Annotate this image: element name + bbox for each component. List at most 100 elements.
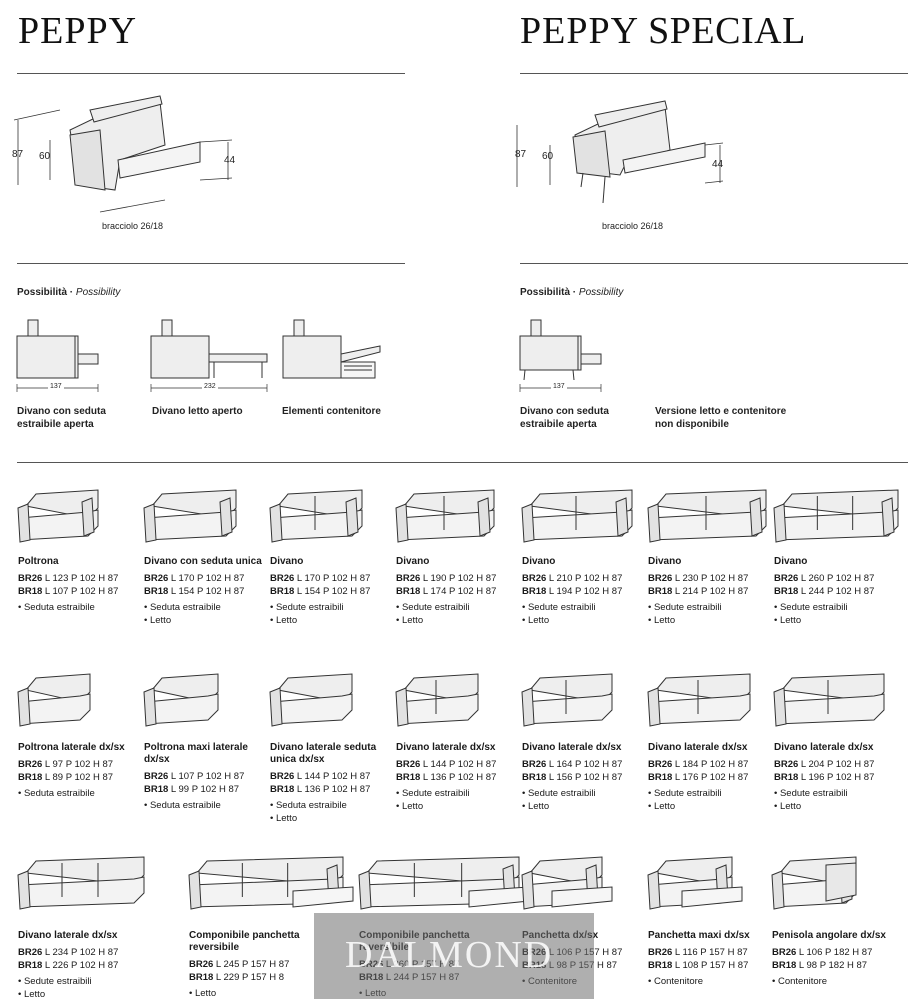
sofa-drawing — [395, 673, 479, 727]
item-note: Sedute estraibili — [648, 787, 768, 800]
sofa-side-bed — [150, 319, 268, 392]
item-notes: Sedute estraibiliLetto — [774, 787, 894, 813]
item-note: Letto — [522, 614, 642, 627]
item-name: Divano laterale dx/sx — [648, 742, 748, 753]
item-note: Contenitore — [772, 975, 892, 988]
sofa-drawing — [143, 673, 219, 727]
item-notes: Sedute estraibiliLetto — [270, 601, 390, 627]
item-name: Divano con seduta unica — [144, 556, 262, 567]
divider — [17, 462, 908, 463]
dim-height-back: 60 — [542, 151, 554, 162]
sofa-side-pullout — [519, 319, 602, 392]
item-note: Letto — [648, 800, 768, 813]
item-name: Divano laterale dx/sx — [396, 742, 496, 753]
sofa-drawing — [773, 673, 885, 727]
item-name: Divano laterale dx/sx — [522, 742, 622, 753]
sofa-drawing — [269, 673, 353, 727]
sofa-side-pullout — [16, 319, 99, 392]
sofa-drawing — [521, 489, 633, 543]
sofa-drawing — [269, 489, 363, 543]
item-name: Divano — [270, 556, 304, 567]
watermark-text: DALMOND — [345, 934, 554, 976]
item-note: Sedute estraibili — [522, 787, 642, 800]
possibility-label: Possibilità · Possibility — [17, 287, 121, 298]
item-note: Contenitore — [648, 975, 768, 988]
item-note: Letto — [774, 800, 894, 813]
measure: 232 — [202, 383, 218, 390]
item-notes: Seduta estraibile — [144, 799, 264, 812]
item-note: Letto — [774, 614, 894, 627]
dim-height-total: 87 — [12, 149, 24, 160]
item-note: Sedute estraibili — [270, 601, 390, 614]
sofa-drawing — [773, 489, 899, 543]
item-note: Seduta estraibile — [144, 799, 264, 812]
armrest-label: bracciolo 26/18 — [602, 221, 664, 231]
right-title: PEPPY SPECIAL — [520, 10, 806, 52]
item-note: Sedute estraibili — [18, 975, 138, 988]
item-name: Componibile panchetta reversibile — [189, 930, 300, 953]
sofa-drawing — [358, 856, 530, 910]
possibility-label: Possibilità · Possibility — [520, 287, 624, 298]
peppy-dimension-drawing — [13, 95, 233, 213]
sofa-drawing — [521, 673, 613, 727]
item-note: Sedute estraibili — [396, 601, 516, 614]
sofa-drawing — [521, 856, 613, 910]
item-notes: Sedute estraibiliLetto — [522, 787, 642, 813]
divider — [520, 73, 908, 74]
item-notes: Seduta estraibileLetto — [270, 799, 390, 825]
item-name: Divano — [396, 556, 430, 567]
sofa-drawing — [395, 489, 495, 543]
item-note: Seduta estraibile — [270, 799, 390, 812]
divider — [17, 263, 405, 264]
sofa-drawing — [647, 856, 743, 910]
armrest-label: bracciolo 26/18 — [102, 221, 164, 231]
item-note: Sedute estraibili — [648, 601, 768, 614]
measure: 137 — [48, 383, 64, 390]
item-name: Poltrona — [18, 556, 59, 567]
item-note: Seduta estraibile — [18, 787, 138, 800]
item-name: Divano laterale dx/sx — [774, 742, 874, 753]
sofa-drawing — [17, 673, 91, 727]
item-note: Letto — [189, 987, 309, 999]
item-note: Sedute estraibili — [774, 787, 894, 800]
item-note: Letto — [270, 614, 390, 627]
item-name: Panchetta maxi dx/sx — [648, 930, 750, 941]
item-notes: Contenitore — [772, 975, 892, 988]
item-note: Letto — [396, 614, 516, 627]
sofa-drawing — [17, 856, 145, 910]
dim-height-total: 87 — [515, 149, 527, 160]
item-notes: Sedute estraibiliLetto — [396, 601, 516, 627]
item-name: Divano — [522, 556, 556, 567]
item-note: Sedute estraibili — [396, 787, 516, 800]
sofa-drawing — [647, 673, 751, 727]
item-notes: Seduta estraibile — [18, 601, 138, 614]
possibility-caption: Elementi contenitore — [282, 406, 381, 417]
